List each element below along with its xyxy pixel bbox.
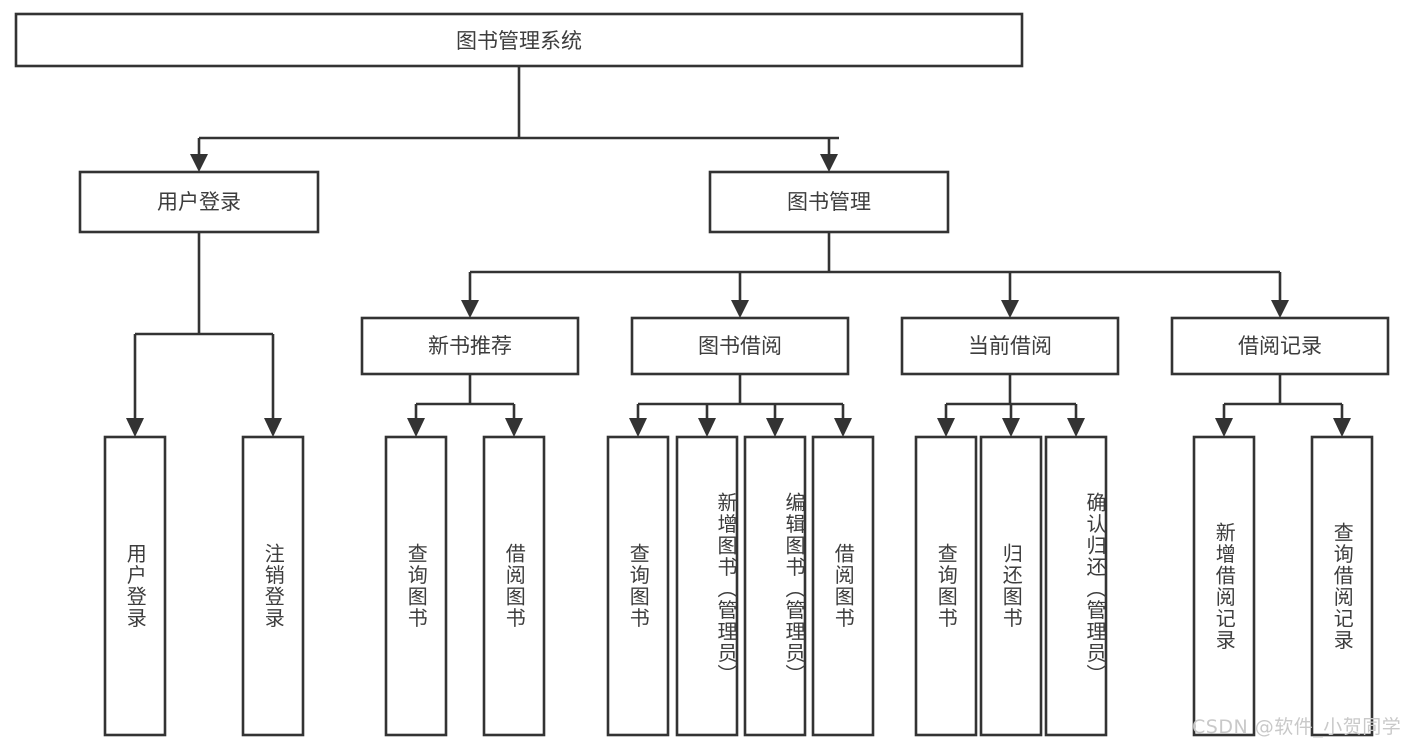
arrow-head-leaf-query-book-current <box>937 418 955 437</box>
leaf-box-borrow-book-recommend[interactable] <box>482 435 546 737</box>
node-new-book-recommend-box[interactable] <box>360 316 580 376</box>
leaf-box-borrow-book-borrow[interactable] <box>811 435 875 737</box>
node-new-book-recommend-label: 新书推荐 <box>428 334 512 358</box>
node-user-login-label: 用户登录 <box>157 190 241 214</box>
arrow-head-borrow-record <box>1271 300 1289 318</box>
node-user-login-box[interactable] <box>78 170 320 234</box>
arrow-head-leaf-borrow-book-recommend <box>505 418 523 437</box>
arrow-head-leaf-edit-book-admin <box>766 418 784 437</box>
csdn-watermark: CSDN @软件_小贺同学 <box>1192 716 1402 738</box>
connector-layer <box>126 66 1351 437</box>
arrow-head-book-management <box>820 154 838 172</box>
arrow-head-leaf-confirm-return-admin <box>1067 418 1085 437</box>
node-book-management-box[interactable] <box>708 170 950 234</box>
node-user-login[interactable]: 用户登录 <box>78 170 320 234</box>
node-book-management-label: 图书管理 <box>787 190 871 214</box>
leaf-box-logout-login[interactable] <box>241 435 305 737</box>
node-new-book-recommend[interactable]: 新书推荐 <box>360 316 580 376</box>
leaf-box-user-login[interactable] <box>103 435 167 737</box>
leaf-box-add-borrow-record[interactable] <box>1192 435 1256 737</box>
node-borrow-record-label: 借阅记录 <box>1238 334 1322 358</box>
arrow-head-leaf-logout-login <box>264 418 282 437</box>
node-current-borrow-box[interactable] <box>900 316 1120 376</box>
node-current-borrow-label: 当前借阅 <box>968 334 1052 358</box>
node-book-borrow-box[interactable] <box>630 316 850 376</box>
node-borrow-record-box[interactable] <box>1170 316 1390 376</box>
arrow-head-leaf-user-login <box>126 418 144 437</box>
arrow-head-leaf-query-borrow-record <box>1333 418 1351 437</box>
arrow-head-current-borrow <box>1001 300 1019 318</box>
arrow-head-leaf-query-book-borrow <box>629 418 647 437</box>
node-root-box[interactable] <box>14 12 1024 68</box>
node-root[interactable]: 图书管理系统 <box>14 12 1024 68</box>
leaf-box-query-borrow-record[interactable] <box>1310 435 1374 737</box>
node-book-borrow[interactable]: 图书借阅 <box>630 316 850 376</box>
arrow-head-leaf-query-book-recommend <box>407 418 425 437</box>
arrow-head-leaf-add-book-admin <box>698 418 716 437</box>
leaf-box-confirm-return-admin[interactable] <box>1044 435 1108 737</box>
leaf-box-return-book[interactable] <box>979 435 1043 737</box>
arrow-head-user-login <box>190 154 208 172</box>
arrow-head-leaf-add-borrow-record <box>1215 418 1233 437</box>
node-current-borrow[interactable]: 当前借阅 <box>900 316 1120 376</box>
leaf-box-query-book-borrow[interactable] <box>606 435 670 737</box>
leaf-box-query-book-recommend[interactable] <box>384 435 448 737</box>
node-root-label: 图书管理系统 <box>456 29 582 53</box>
leaf-box-add-book-admin[interactable] <box>675 435 739 737</box>
node-book-management[interactable]: 图书管理 <box>708 170 950 234</box>
node-borrow-record[interactable]: 借阅记录 <box>1170 316 1390 376</box>
leaf-box-query-book-current[interactable] <box>914 435 978 737</box>
arrow-head-new-book-recommend <box>461 300 479 318</box>
arrow-head-leaf-borrow-book-borrow <box>834 418 852 437</box>
leaf-box-edit-book-admin[interactable] <box>743 435 807 737</box>
node-book-borrow-label: 图书借阅 <box>698 334 782 358</box>
arrow-head-book-borrow <box>731 300 749 318</box>
arrow-head-leaf-return-book <box>1002 418 1020 437</box>
leaf-boxes-layer <box>103 435 1374 737</box>
